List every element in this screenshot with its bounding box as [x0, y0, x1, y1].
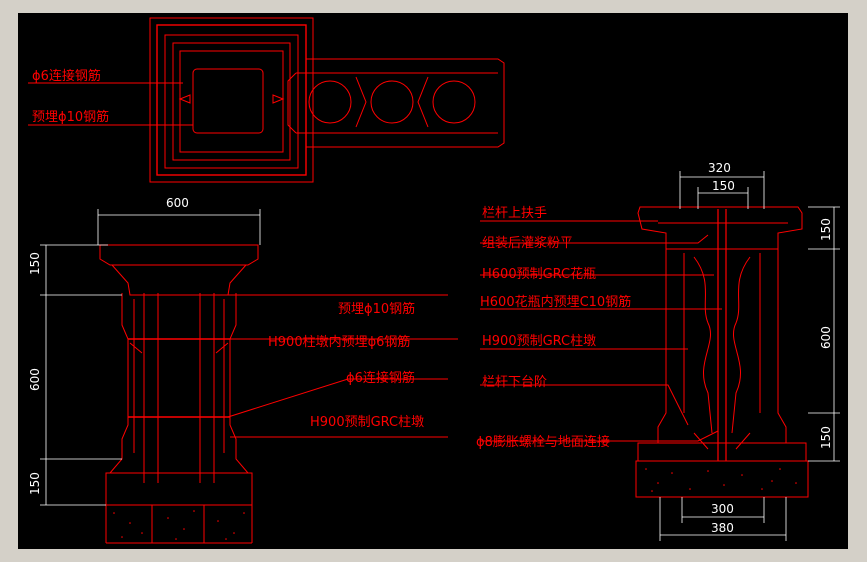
plan-label-embedded-rebar: 预埋ϕ10钢筋: [32, 109, 109, 125]
right-dim-top-inner: 150: [712, 179, 735, 193]
right-label-expansion-bolt: ϕ8膨胀螺栓与地面连接: [476, 434, 610, 450]
left-label-column-rebar: H900柱墩内预埋ϕ6钢筋: [268, 334, 410, 350]
right-dim-top: 150: [819, 218, 833, 241]
plan-label-connect-rebar: ϕ6连接钢筋: [32, 68, 101, 84]
right-label-bottom-step: 栏杆下台阶: [482, 375, 547, 390]
plan-core: [192, 68, 264, 134]
right-dim-middle: 600: [819, 326, 833, 349]
right-label-grc-vase: H600预制GRC花瓶: [482, 266, 596, 282]
right-dim-top-outer: 320: [708, 161, 731, 175]
left-dim-middle: 600: [28, 368, 42, 391]
right-label-grc-column: H900预制GRC柱墩: [482, 334, 596, 349]
right-base-hatch: [645, 468, 797, 492]
right-label-vase-rebar: H600花瓶内预埋C10钢筋: [480, 294, 631, 310]
drawing-canvas: ϕ6连接钢筋 预埋ϕ10钢筋 600 150 600 150 预埋ϕ10钢筋 H…: [28, 17, 840, 544]
right-dim-bottom-inner: 300: [711, 502, 734, 516]
left-label-embedded-rebar: 预埋ϕ10钢筋: [338, 301, 415, 317]
right-column-elevation: [480, 206, 809, 498]
right-label-grout: 组装后灌浆粉平: [482, 236, 573, 251]
left-dim-bottom-section: 150: [28, 472, 42, 495]
right-dimensions: [659, 171, 840, 541]
right-dim-bottom: 150: [819, 426, 833, 449]
right-dim-bottom-outer: 380: [711, 521, 734, 535]
left-dim-top: 600: [166, 196, 189, 210]
right-label-handrail: 栏杆上扶手: [482, 206, 547, 221]
left-dimensions: [40, 209, 261, 506]
left-column-elevation: [99, 244, 458, 544]
left-label-connect-rebar: ϕ6连接钢筋: [346, 370, 415, 386]
plan-view: [28, 17, 505, 183]
left-base-hatch: [113, 510, 245, 540]
left-dim-top-section: 150: [28, 252, 42, 275]
left-label-grc-column: H900预制GRC柱墩: [310, 415, 424, 430]
plan-outer-square: [149, 17, 314, 183]
cad-viewport[interactable]: ϕ6连接钢筋 预埋ϕ10钢筋 600 150 600 150 预埋ϕ10钢筋 H…: [18, 13, 848, 549]
